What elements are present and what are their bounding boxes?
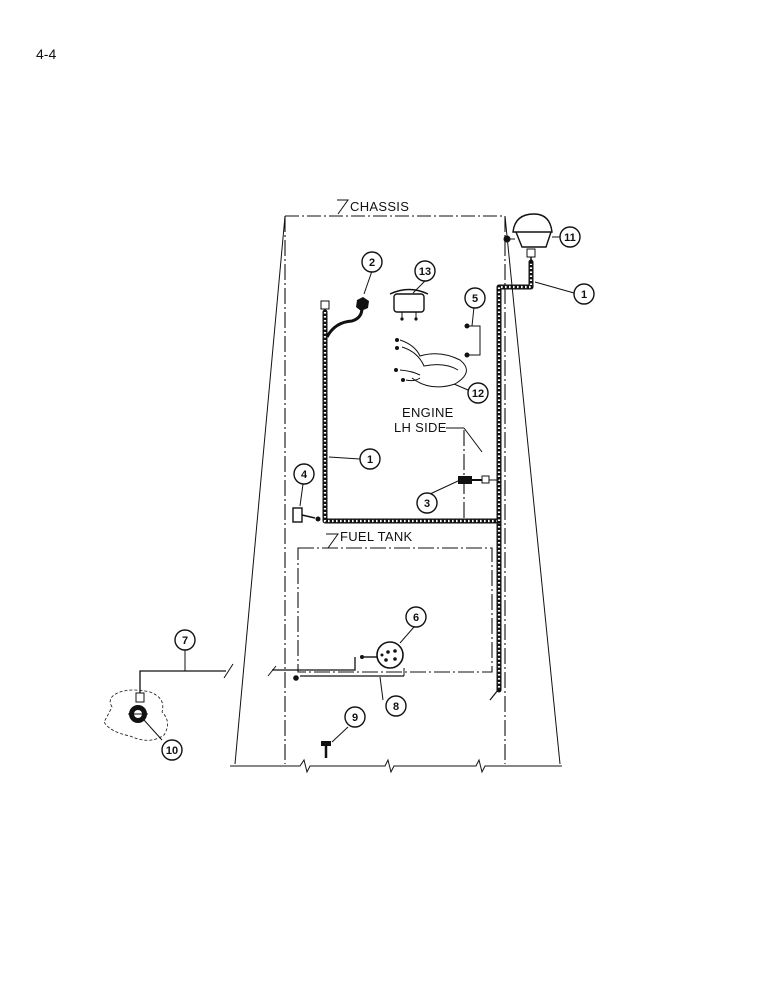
svg-text:13: 13 (419, 266, 431, 278)
svg-text:7: 7 (182, 635, 188, 647)
bolt (321, 741, 331, 758)
short-jumper (464, 323, 481, 358)
callout-circle-9: 9 (344, 706, 366, 728)
callout-circle-11: 11 (559, 226, 581, 248)
callout-circle-2: 2 (361, 251, 383, 273)
callout-leaders (143, 236, 575, 743)
main-harness (322, 259, 534, 701)
svg-text:8: 8 (393, 701, 399, 713)
svg-text:2: 2 (369, 257, 375, 269)
connector (292, 507, 321, 523)
callout-circle-10: 10 (161, 739, 183, 761)
fuel-sender (360, 641, 404, 669)
callout-circle-1-right: 1 (573, 283, 595, 305)
callout-circle-7: 7 (174, 629, 196, 651)
svg-text:3: 3 (424, 498, 430, 510)
svg-text:5: 5 (472, 293, 478, 305)
callout-circle-3: 3 (416, 492, 438, 514)
svg-text:9: 9 (352, 712, 358, 724)
callout-circle-5: 5 (464, 287, 486, 309)
lead-wire (267, 657, 405, 681)
page-number: 4-4 (36, 46, 57, 62)
engine-lh-side-label: LH SIDE (394, 420, 447, 435)
lamp-assembly (503, 213, 553, 264)
fuel-tank-label: FUEL TANK (340, 529, 413, 544)
engine-label: ENGINE (402, 405, 454, 420)
chassis-label: CHASSIS (350, 199, 409, 214)
elbow-boot (320, 297, 369, 338)
callout-circle-4: 4 (293, 463, 315, 485)
callout-circle-13: 13 (414, 260, 436, 282)
svg-text:6: 6 (413, 612, 419, 624)
svg-text:10: 10 (166, 745, 178, 757)
svg-text:11: 11 (564, 232, 576, 244)
callout-circle-8: 8 (385, 695, 407, 717)
callout-circle-1-left: 1 (359, 448, 381, 470)
callout-circle-6: 6 (405, 606, 427, 628)
sender-switch (458, 475, 499, 484)
remote-sensor-wire (103, 663, 234, 741)
svg-text:1: 1 (581, 289, 587, 301)
fuel-tank-outline (297, 547, 493, 673)
gauge (389, 288, 429, 321)
chassis-outline (230, 215, 562, 774)
callout-circle-12: 12 (467, 382, 489, 404)
svg-text:1: 1 (367, 454, 373, 466)
jumper-wire (394, 338, 467, 388)
svg-text:12: 12 (472, 388, 484, 400)
svg-text:4: 4 (301, 469, 308, 481)
